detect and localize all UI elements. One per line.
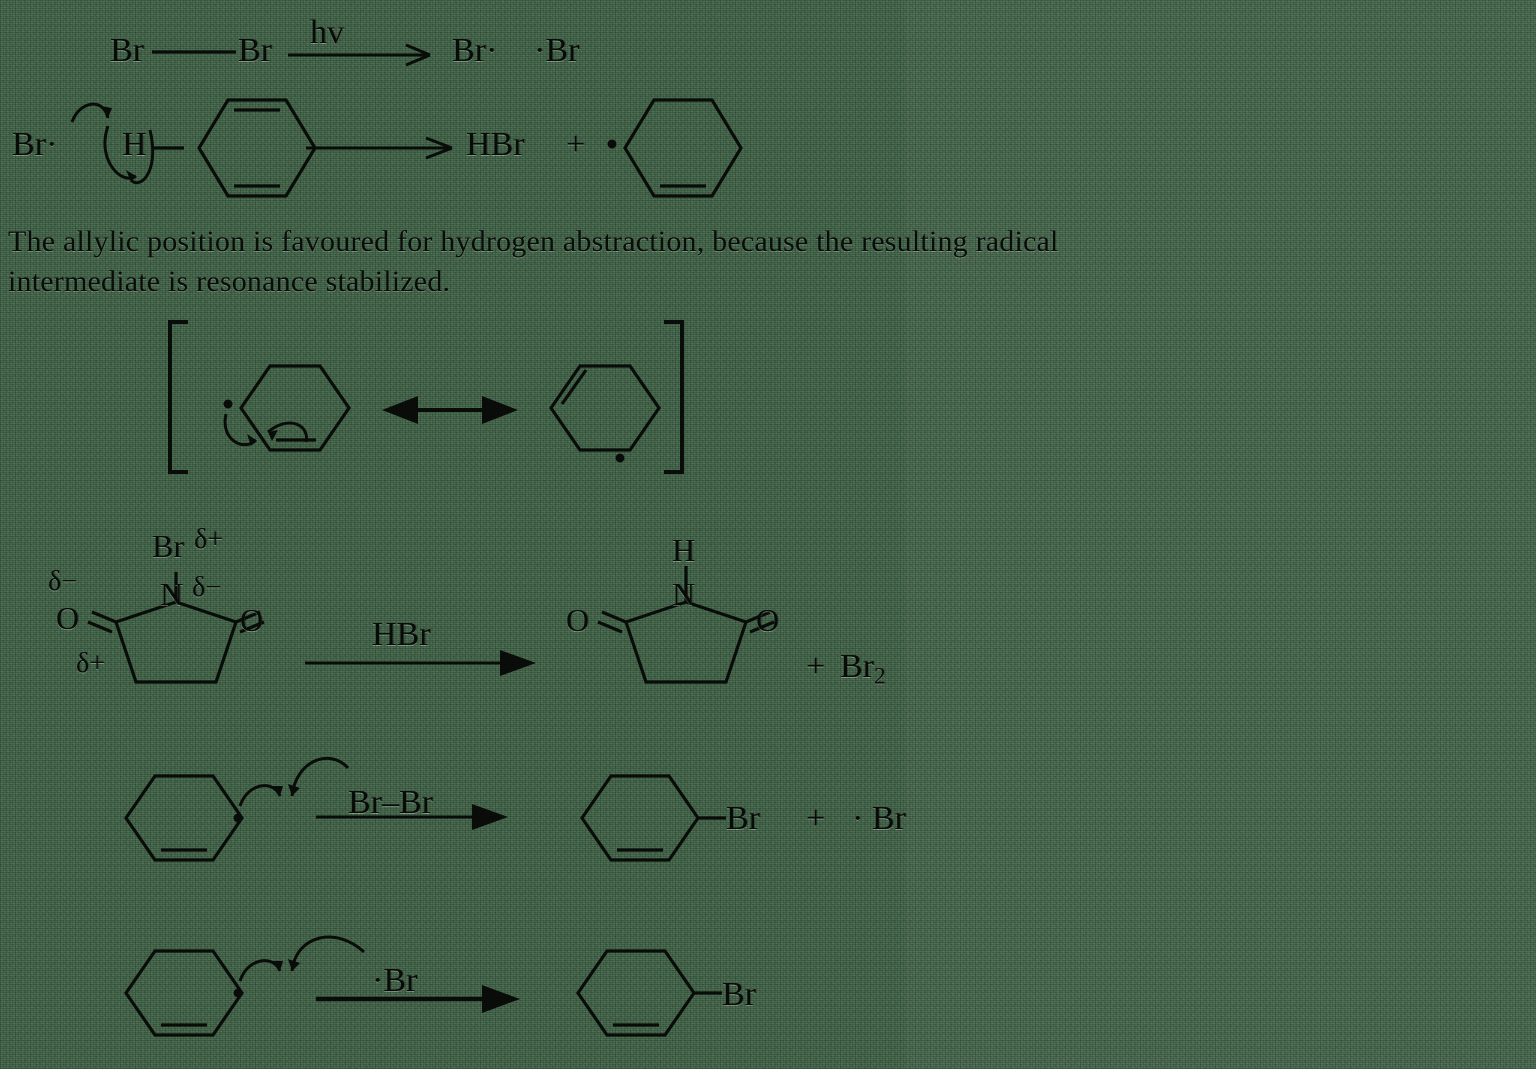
nbs-br-delta-plus: δ+ (194, 524, 223, 555)
step1-arrow-head (405, 43, 431, 67)
nbs-o-left-delta-minus: δ− (48, 566, 77, 597)
step5-fishhook-b (290, 756, 350, 797)
step1-arrow-label-hv: hv (310, 14, 344, 51)
nbs-c-o-left-a (91, 610, 117, 624)
nbs-succinimide-ring (113, 600, 239, 684)
nbs-o-left-label: O (56, 600, 80, 636)
step5-product-br-label: Br (726, 800, 760, 837)
step5-arrow-head (472, 804, 508, 830)
step2-arrow-head (425, 136, 453, 160)
resonance-bracket-right (664, 320, 684, 474)
nbs-c-o-right-a (235, 610, 261, 624)
nbs-ring-delta-plus: δ+ (76, 648, 105, 679)
succinimide-c-o-right-a (745, 610, 771, 624)
resonance-fishhook-b (267, 421, 308, 443)
succinimide-product-ring (623, 600, 749, 684)
succinimide-h-label: H (672, 532, 696, 568)
resonance-right-radical-dot (615, 453, 625, 463)
resonance-arrow-head-left (382, 396, 418, 424)
step5-fishhook-b-head (288, 784, 300, 796)
succinimide-c-o-left-b (597, 620, 623, 634)
step1-product-br-radical-right: ·Br (534, 32, 580, 69)
step5-plus-sign: + (806, 800, 826, 837)
resonance-arrow-head-right (482, 396, 518, 424)
step4-byproduct-plus: + (806, 648, 826, 685)
step1-reactant-br-left: Br (110, 32, 144, 69)
succinimide-o-left-label: O (566, 602, 590, 638)
step1-product-br-radical-left: Br· (452, 32, 498, 69)
step6-product-br-label: Br (722, 976, 756, 1013)
step2-fishhook-lower-left-head (126, 170, 136, 182)
step2-fishhook-lower-right (129, 129, 155, 185)
succinimide-c-o-left-a (601, 610, 627, 624)
resonance-left-radical-dot (223, 399, 233, 409)
step4-arrow-label-hbr: HBr (372, 616, 431, 653)
step2-fishhook-upper-head (100, 106, 112, 118)
resonance-right-ring (549, 364, 661, 452)
succinimide-o-right-label: O (756, 602, 780, 638)
step6-radical-dot (233, 988, 243, 998)
step2-hydrogen-label: H (122, 126, 147, 163)
nbs-n-delta-minus: δ− (192, 572, 221, 603)
nbs-n-label: N (160, 576, 184, 612)
br2-subscript: 2 (874, 663, 886, 690)
step1-reactant-br-right: Br (238, 32, 272, 69)
step6-product-ring (576, 949, 696, 1037)
step2-product-radical-dot (607, 139, 617, 149)
step2-bromine-radical-label: Br· (12, 126, 58, 163)
step5-radical-dot (233, 813, 243, 823)
step5-byproduct-br-radical: · Br (852, 800, 906, 837)
step6-fishhook-b (290, 935, 366, 972)
resonance-left-ring (239, 364, 351, 452)
step6-arrow-label-br-radical: ·Br (372, 962, 418, 999)
step6-reactant-ring (124, 949, 244, 1037)
resonance-bracket-left (168, 320, 188, 474)
resonance-right-double-bond (560, 369, 588, 405)
step6-fishhook-b-head (288, 959, 300, 971)
nbs-br-label: Br (152, 528, 184, 564)
step4-byproduct-br2: Br2 (840, 648, 886, 690)
step5-arrow-label-br-br: Br–Br (348, 784, 433, 821)
step2-product-radical-ring (623, 98, 743, 198)
step2-plus-sign: + (566, 126, 586, 163)
step5-fishhook-a-head (270, 786, 283, 796)
nbs-c-o-right-b (239, 620, 265, 634)
step2-product-hbr-label: HBr (466, 126, 525, 163)
resonance-fishhook-a-head (247, 434, 256, 446)
step6-fishhook-a-head (270, 961, 283, 971)
br2-element: Br (840, 648, 874, 685)
step4-arrow-head (500, 650, 536, 676)
nbs-o-right-label: O (240, 602, 264, 638)
succinimide-c-o-right-b (749, 620, 775, 634)
resonance-fishhook-b-head (268, 430, 278, 441)
explanation-line-2: intermediate is resonance stabilized. (8, 265, 451, 298)
nbs-c-o-left-b (87, 620, 113, 634)
step6-arrow-head (482, 985, 520, 1013)
succinimide-n-label: N (672, 576, 696, 612)
explanation-line-1: The allylic position is favoured for hyd… (8, 225, 1059, 258)
